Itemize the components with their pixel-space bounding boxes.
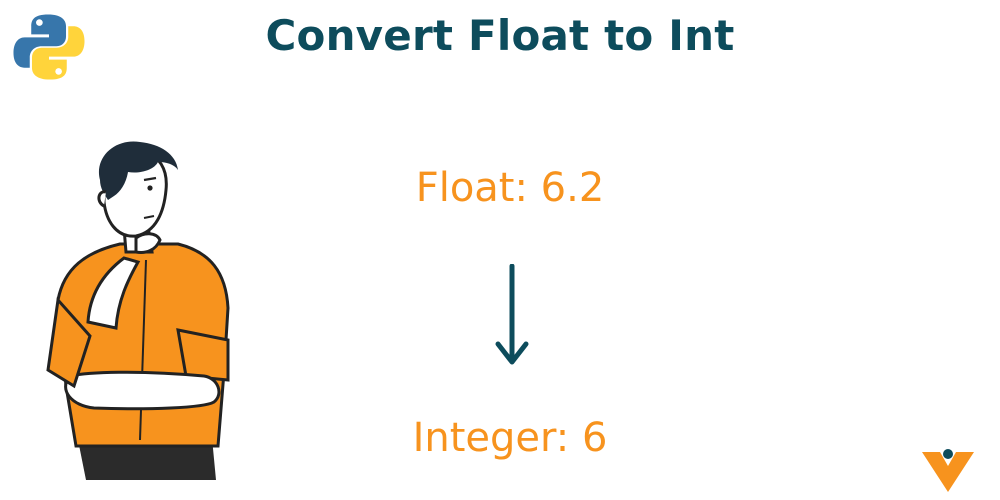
thinking-person-illustration (46, 141, 230, 480)
float-value-label: Float: 6.2 (415, 165, 605, 211)
integer-value-label: Integer: 6 (412, 415, 608, 461)
arrow-down-icon (495, 264, 529, 365)
python-logo (13, 14, 85, 80)
brand-logo (922, 449, 974, 492)
page-title: Convert Float to Int (265, 11, 735, 60)
